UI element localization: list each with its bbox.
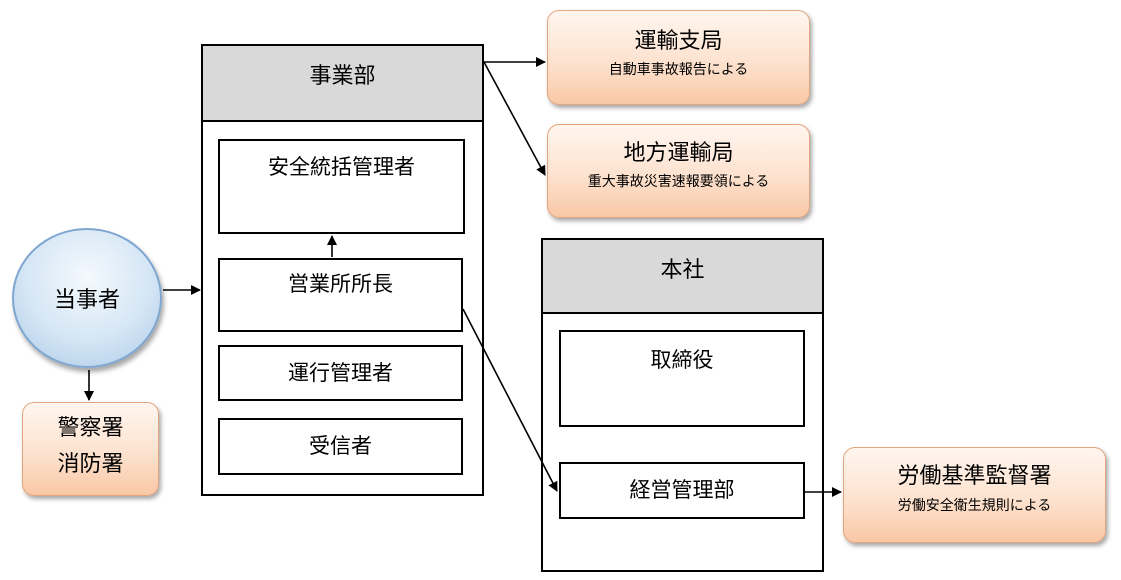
operations-manager-label: 運行管理者 (288, 361, 393, 385)
party-node: 当事者 (12, 228, 162, 368)
police-fire-node: 警察署 消防署 (22, 402, 159, 496)
labor-office-note: 労働安全衛生規則による (897, 498, 1052, 514)
party-label: 当事者 (53, 288, 120, 313)
labor-office-title: 労働基準監督署 (897, 464, 1052, 489)
management-dept-label: 経営管理部 (629, 478, 735, 502)
division-title: 事業部 (309, 64, 376, 89)
transport-branch-node: 運輸支局 自動車事故報告による (547, 10, 810, 105)
regional-transport-node: 地方運輸局 重大事故災害速報要領による (547, 124, 810, 218)
arrow-division-to-regional (483, 61, 546, 176)
operations-manager-box: 運行管理者 (218, 345, 463, 401)
arrow-office-to-management (462, 308, 558, 492)
fire-label: 消防署 (57, 452, 124, 477)
division-header: 事業部 (201, 44, 484, 122)
director-label: 取締役 (650, 348, 714, 372)
management-dept-box: 経営管理部 (559, 462, 805, 519)
labor-office-node: 労働基準監督署 労働安全衛生規則による (843, 447, 1106, 543)
office-manager-box: 営業所所長 (218, 258, 463, 332)
regional-transport-note: 重大事故災害速報要領による (587, 174, 770, 190)
safety-manager-label: 安全統括管理者 (268, 155, 415, 179)
head-office-title: 本社 (660, 258, 705, 283)
transport-branch-note: 自動車事故報告による (608, 62, 749, 78)
director-box: 取締役 (559, 330, 805, 427)
head-office-header: 本社 (541, 238, 824, 314)
regional-transport-title: 地方運輸局 (623, 141, 734, 166)
receiver-box: 受信者 (218, 418, 463, 475)
police-label: 警察署 (57, 416, 124, 441)
receiver-label: 受信者 (309, 434, 372, 458)
office-manager-label: 営業所所長 (288, 272, 393, 296)
transport-branch-title: 運輸支局 (634, 29, 723, 54)
safety-manager-box: 安全統括管理者 (218, 139, 465, 234)
